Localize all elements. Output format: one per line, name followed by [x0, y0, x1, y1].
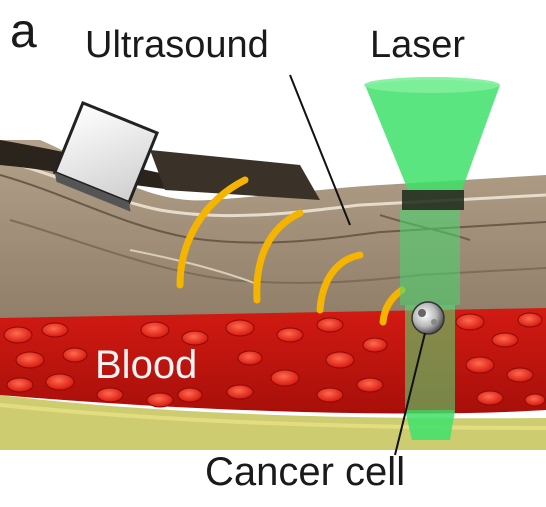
cancer-cell: [412, 302, 444, 334]
ultrasound-label: Ultrasound: [85, 26, 269, 64]
blood-vessel: [0, 308, 546, 414]
panel-letter: a: [10, 8, 37, 56]
cancer-cell-label: Cancer cell: [205, 452, 405, 492]
blood-label: Blood: [95, 345, 197, 385]
laser-label: Laser: [370, 26, 465, 64]
